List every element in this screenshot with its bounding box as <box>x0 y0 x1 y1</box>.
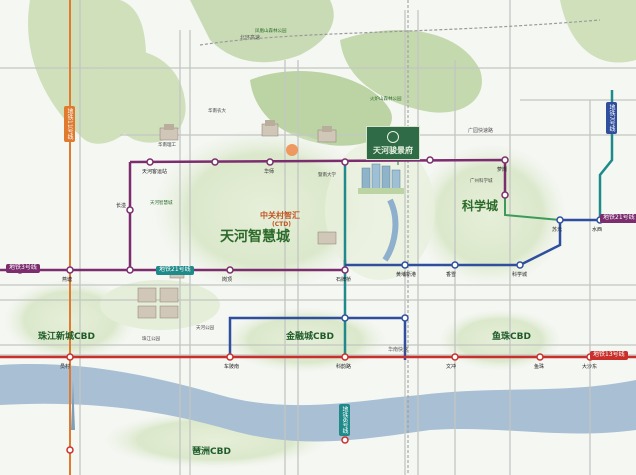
metro-station-icon[interactable] <box>501 156 509 164</box>
building-cluster-icon <box>317 126 337 143</box>
metro-station-icon[interactable] <box>451 353 459 361</box>
district-jinrong-cbd: 金融城CBD <box>286 332 334 342</box>
building-cluster-icon <box>159 124 179 141</box>
metro-station-icons-red <box>66 353 594 454</box>
station-label: 长湴 <box>116 203 127 209</box>
park-westmid <box>103 50 186 143</box>
metro-station-icon[interactable] <box>341 266 349 274</box>
metro-station-icon[interactable] <box>451 261 459 269</box>
building-cluster-icon <box>261 120 279 137</box>
metro-tag-line21: 地铁21号线 <box>156 266 194 275</box>
metro-tag-line6: 地铁6号线 <box>339 404 350 436</box>
metro-station-icon[interactable] <box>226 266 234 274</box>
metro-tag-line11: 地铁11号线 <box>64 106 75 142</box>
metro-station-icon[interactable] <box>536 353 544 361</box>
zone-tianhe-south <box>100 280 220 330</box>
district-zhujiang-cbd: 珠江新城CBD <box>38 332 95 342</box>
beihuan-expressway <box>199 19 601 46</box>
road-label-beihuan: 北环高速 <box>240 35 261 41</box>
station-label: 石牌桥 <box>336 277 352 283</box>
canton-tower-icon <box>71 380 75 430</box>
station-label: 苏元 <box>552 227 563 233</box>
project-brand-label[interactable]: 天河骏景府 <box>366 126 420 160</box>
metro-station-icon[interactable] <box>341 436 349 444</box>
poi-label: 火炉山森林公园 <box>370 97 402 102</box>
metro-station-icon[interactable] <box>401 261 409 269</box>
metro-tag-line3: 地铁3号线 <box>6 264 40 273</box>
poi-label: 华南农大 <box>208 109 226 114</box>
metro-line-blue <box>228 316 407 360</box>
metro-station-icon[interactable] <box>266 158 274 166</box>
metro-station-icon[interactable] <box>556 216 564 224</box>
district-smart-city-sub: 中关村智汇 <box>260 211 300 220</box>
metro-station-icon[interactable] <box>211 158 219 166</box>
metro-station-icon[interactable] <box>126 206 134 214</box>
zone-smart-city <box>155 130 375 290</box>
poi-label: 广州科学城 <box>470 179 493 184</box>
metro-station-icon[interactable] <box>401 314 409 322</box>
metro-station-icon[interactable] <box>66 446 74 454</box>
station-label: 科学城 <box>512 272 528 278</box>
brand-logo-icon <box>387 131 399 143</box>
metro-station-icon[interactable] <box>341 314 349 322</box>
station-label: 员村 <box>60 364 71 370</box>
poi-label: 凤凰山森林公园 <box>255 29 287 34</box>
metro-station-icon[interactable] <box>66 353 74 361</box>
metro-tag-line7-vertical: 地铁7号线 <box>606 102 617 134</box>
station-label: 天河客运站 <box>142 169 168 175</box>
metro-tag-line21-east: 地铁21号线 <box>600 214 636 223</box>
poi-label: 天河智慧城 <box>150 201 173 206</box>
station-label: 岗顶 <box>222 277 233 283</box>
metro-station-icon[interactable] <box>341 158 349 166</box>
zone-science-city <box>415 145 565 285</box>
district-science-city: 科学城 <box>462 199 499 213</box>
building-cluster-icon <box>317 231 337 245</box>
district-smart-city: 天河智慧城 <box>220 229 290 245</box>
park-far-east <box>560 0 636 63</box>
station-label: 鱼珠 <box>534 364 545 370</box>
park-north <box>190 0 334 63</box>
station-label: 文冲 <box>446 364 457 370</box>
metro-station-icon[interactable] <box>501 191 509 199</box>
subject-tower-icon <box>358 163 404 194</box>
metro-line-green <box>504 195 561 221</box>
station-label: 黄埔新港 <box>396 272 417 278</box>
station-label: 水西 <box>592 227 603 233</box>
road-label-huanan: 华南快速 <box>388 347 409 353</box>
poi-label: 华南理工 <box>158 143 176 148</box>
station-label: 香雪 <box>446 272 457 278</box>
metro-tag-line13: 地铁13号线 <box>590 351 628 360</box>
station-label: 科韵路 <box>336 364 352 370</box>
station-label: 萝岗 <box>497 167 508 173</box>
metro-station-icon[interactable] <box>341 353 349 361</box>
station-label: 燕塘 <box>62 277 73 283</box>
station-label: 车陂南 <box>224 364 240 370</box>
road-label-guangyuan: 广园快速路 <box>468 128 494 134</box>
metro-station-icon[interactable] <box>426 156 434 164</box>
metro-station-icons <box>16 156 509 274</box>
building-cluster-icon <box>137 287 179 319</box>
highlight-dot <box>286 144 298 156</box>
district-pazhou-cbd: 琶洲CBD <box>192 447 231 457</box>
poi-label: 天河公园 <box>196 326 214 331</box>
metro-station-icon[interactable] <box>126 266 134 274</box>
poi-label: 珠江公园 <box>142 337 160 342</box>
poi-label: 暨南大学 <box>318 173 336 178</box>
station-label: 华师 <box>264 169 275 175</box>
pearl-river <box>0 364 636 442</box>
metro-station-icon[interactable] <box>516 261 524 269</box>
district-smart-city-sub2: (CTD) <box>272 221 291 228</box>
district-yuzhu-cbd: 鱼珠CBD <box>492 332 531 342</box>
metro-station-icon[interactable] <box>66 266 74 274</box>
metro-station-icon[interactable] <box>226 353 234 361</box>
river-branch <box>382 198 399 262</box>
station-label: 大沙东 <box>582 364 598 370</box>
metro-line-blue-east <box>345 218 636 267</box>
park-northeast <box>340 30 482 113</box>
metro-station-icon[interactable] <box>146 158 154 166</box>
